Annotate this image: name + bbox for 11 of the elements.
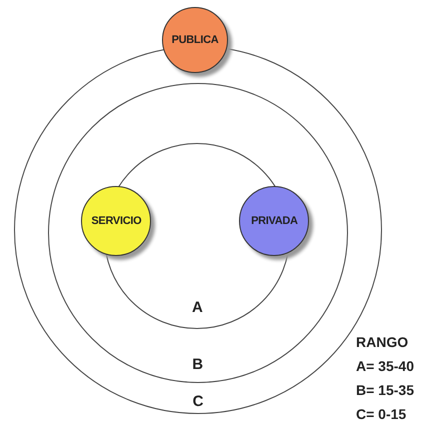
ring-letter: B [192,356,204,373]
sector-circle: PRIVADA [239,186,310,256]
legend-heading: RANGO [356,334,408,350]
sector-circle: PUBLICA [162,7,228,73]
range-ring [48,82,348,383]
range-note: A= 35-40 [356,358,414,374]
ring-letter: C [192,393,204,410]
sector-circle: SERVICIO [81,186,152,256]
ring-letter: A [192,299,203,316]
range-note: B= 15-35 [356,382,414,398]
range-note: C= 0-15 [356,406,406,422]
